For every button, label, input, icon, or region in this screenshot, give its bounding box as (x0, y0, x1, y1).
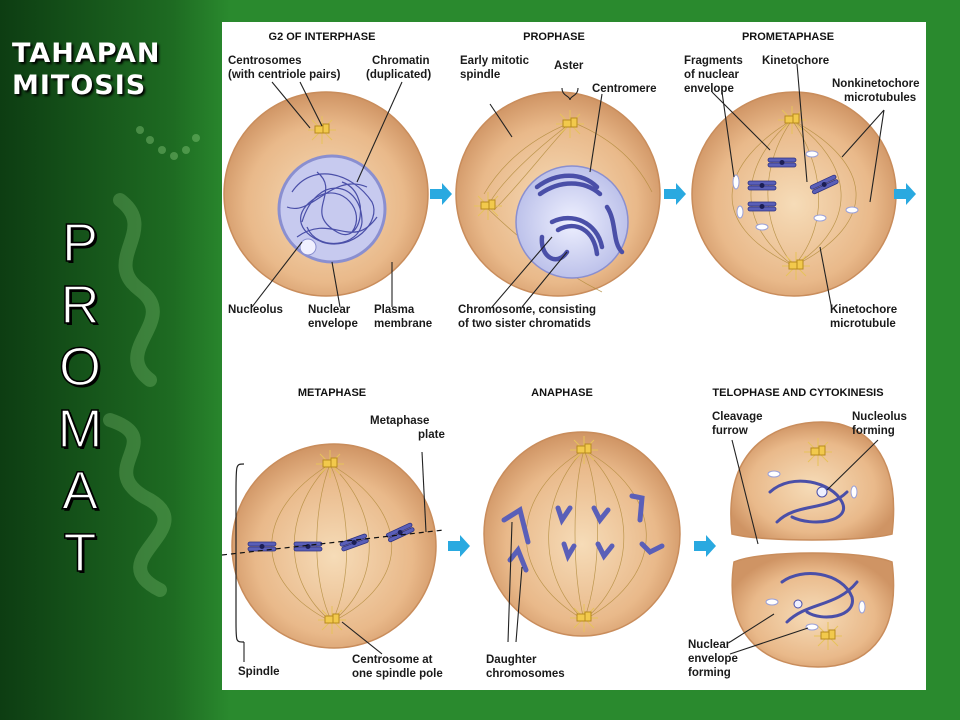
cell-anaphase (483, 431, 681, 637)
cell-metaphase (222, 443, 445, 649)
label-chromatin: Chromatin (372, 55, 430, 67)
acronym-letter-r: R (60, 274, 101, 336)
arrow-right-icon (430, 183, 452, 205)
label-kinetochore: Kinetochore (762, 55, 829, 67)
label-fragments-sub1: of nuclear (684, 69, 739, 81)
label-early-spindle: Early mitotic (460, 55, 530, 67)
stage-title-g2: G2 OF INTERPHASE (269, 31, 376, 43)
nucleolus-icon (299, 238, 317, 256)
stage-title-prophase: PROPHASE (523, 31, 585, 43)
label-nonkinetochore: Nonkinetochore (832, 78, 920, 90)
label-fragments: Fragments (684, 55, 743, 67)
label-centrosome-pole: Centrosome at (352, 654, 433, 666)
label-daughter-sub: chromosomes (486, 668, 565, 680)
nucleolus-icon (816, 486, 828, 498)
title-line-1: TAHAPAN (12, 38, 161, 69)
label-chromosome: Chromosome, consisting (458, 304, 596, 316)
mitosis-diagram-panel: G2 OF INTERPHASE PROPHASE PROMETAPHASE M… (222, 22, 926, 690)
label-fragments-sub2: envelope (684, 83, 734, 95)
stage-acronym: P R O M A T (52, 212, 108, 584)
page-title: TAHAPAN MITOSIS (12, 38, 161, 102)
label-aster: Aster (554, 60, 584, 72)
arrow-right-icon (894, 183, 916, 205)
mitosis-diagram: G2 OF INTERPHASE PROPHASE PROMETAPHASE M… (222, 31, 920, 680)
acronym-letter-t: T (63, 522, 98, 584)
arrow-right-icon (694, 535, 716, 557)
label-nuclear-envelope-sub: envelope (308, 318, 358, 330)
arrow-right-icon (664, 183, 686, 205)
label-chromatin-sub: (duplicated) (366, 69, 431, 81)
label-nucleolus-forming-sub: forming (852, 425, 895, 437)
label-nuclear-env-forming-sub1: envelope (688, 653, 738, 665)
stage-title-telophase: TELOPHASE AND CYTOKINESIS (712, 387, 883, 399)
acronym-letter-a: A (61, 460, 99, 522)
acronym-letter-p: P (61, 212, 99, 274)
label-kinetochore-mt-sub: microtubule (830, 318, 896, 330)
label-daughter: Daughter (486, 654, 537, 666)
centrosome-icon (803, 437, 833, 467)
centrosome-icon (317, 605, 347, 635)
label-centrosomes-sub: (with centriole pairs) (228, 69, 341, 81)
label-centromere: Centromere (592, 83, 657, 95)
centrosome-icon (315, 449, 345, 479)
centrosome-icon (307, 115, 337, 145)
background-dna-decoration (103, 126, 200, 597)
label-plasma-membrane: Plasma (374, 304, 415, 316)
cell-prophase (455, 91, 661, 297)
centrosome-icon (569, 435, 599, 465)
label-chromosome-sub: of two sister chromatids (458, 318, 591, 330)
cell-telophase (730, 421, 895, 668)
label-nuclear-env-forming-sub2: forming (688, 667, 731, 679)
label-centrosomes: Centrosomes (228, 55, 302, 67)
acronym-letter-o: O (58, 336, 102, 398)
label-metaphase-plate-sub: plate (418, 429, 445, 441)
stage-title-anaphase: ANAPHASE (531, 387, 593, 399)
label-nucleolus: Nucleolus (228, 304, 283, 316)
metaphase-plate-line (222, 529, 445, 556)
stage-title-prometaphase: PROMETAPHASE (742, 31, 834, 43)
label-cleavage: Cleavage (712, 411, 763, 423)
cell-prometaphase (691, 91, 897, 297)
nucleolus-icon (793, 599, 803, 609)
stage-title-metaphase: METAPHASE (298, 387, 366, 399)
label-metaphase-plate: Metaphase (370, 415, 429, 427)
label-nuclear-envelope: Nuclear (308, 304, 351, 316)
label-nonkinetochore-sub: microtubules (844, 92, 916, 104)
arrow-right-icon (448, 535, 470, 557)
label-nuclear-env-forming: Nuclear (688, 639, 731, 651)
aster-icon (555, 109, 585, 139)
label-cleavage-sub: furrow (712, 425, 748, 437)
centrosome-icon (781, 251, 811, 281)
label-centrosome-pole-sub: one spindle pole (352, 668, 443, 680)
title-line-2: MITOSIS (12, 70, 147, 101)
spindle-bracket (235, 463, 245, 643)
label-spindle: Spindle (238, 666, 280, 678)
aster-icon (473, 191, 503, 221)
label-early-spindle-sub: spindle (460, 69, 500, 81)
acronym-letter-m: M (57, 398, 103, 460)
centrosome-icon (569, 603, 599, 633)
label-nucleolus-forming: Nucleolus (852, 411, 907, 423)
label-plasma-membrane-sub: membrane (374, 318, 432, 330)
cell-g2 (223, 91, 429, 297)
label-kinetochore-mt: Kinetochore (830, 304, 897, 316)
